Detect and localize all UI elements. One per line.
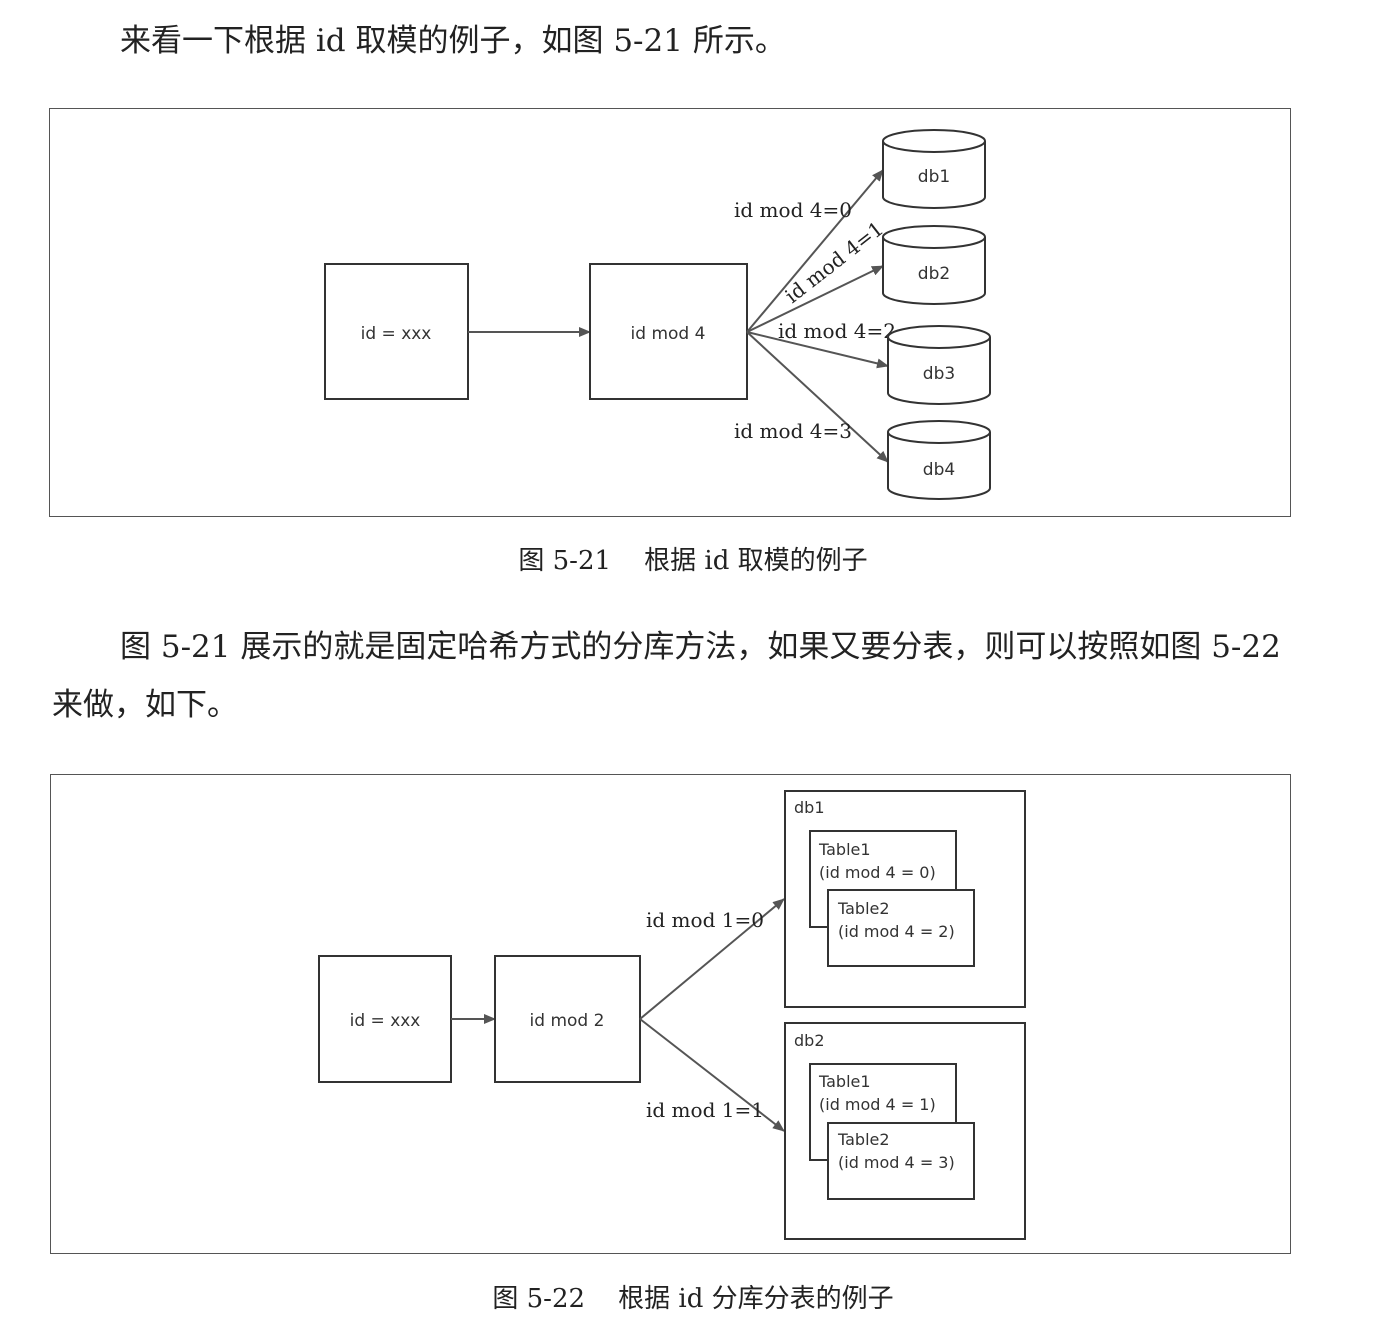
intro-paragraph: 来看一下根据 id 取模的例子，如图 5-21 所示。: [52, 12, 1292, 70]
db2-table2-rule: (id mod 4 = 3): [838, 1153, 955, 1172]
db3-cylinder-icon: db3: [887, 325, 991, 405]
db2-container-label: db2: [794, 1031, 825, 1050]
edge-label-db2: id mod 4=1: [780, 216, 888, 308]
figure-5-22: id = xxx id mod 2 id mod 1=0 id mod 1=1 …: [50, 774, 1291, 1254]
db4-label: db4: [923, 460, 955, 480]
db1-table2-rule: (id mod 4 = 2): [838, 922, 955, 941]
db2-table1-name: Table1: [818, 1072, 871, 1091]
db1-table2-name: Table2: [837, 899, 890, 918]
edge-db2-2: [639, 1018, 785, 1132]
explanation-paragraph: 图 5-21 展示的就是固定哈希方式的分库方法，如果又要分表，则可以按照如图 5…: [52, 618, 1292, 734]
mod-box-label: id mod 4: [631, 324, 706, 344]
input-box-2-label: id = xxx: [350, 1011, 421, 1031]
db1-table2: Table2 (id mod 4 = 2): [827, 889, 975, 967]
mod-box-2: id mod 2: [494, 955, 641, 1083]
edge-db1-2: [639, 898, 785, 1020]
db2-cylinder-icon: db2: [882, 225, 986, 305]
figure-5-22-diagram: id = xxx id mod 2 id mod 1=0 id mod 1=1 …: [318, 790, 1026, 1240]
edge-label-db1-2: id mod 1=0: [646, 908, 764, 932]
db1-container: db1 Table1 (id mod 4 = 0) Table2 (id mod…: [784, 790, 1026, 1008]
figure-5-22-caption: 图 5-22 根据 id 分库分表的例子: [492, 1284, 894, 1314]
explanation-paragraph-text: 图 5-21 展示的就是固定哈希方式的分库方法，如果又要分表，则可以按照如图 5…: [52, 629, 1281, 723]
mod-box-2-label: id mod 2: [530, 1011, 605, 1031]
db2-label: db2: [918, 264, 950, 284]
edge-label-db1: id mod 4=0: [734, 198, 852, 222]
db2-table2: Table2 (id mod 4 = 3): [827, 1122, 975, 1200]
input-box-2: id = xxx: [318, 955, 452, 1083]
db1-cylinder-icon: db1: [882, 129, 986, 209]
input-box-label: id = xxx: [361, 324, 432, 344]
db2-table1-rule: (id mod 4 = 1): [819, 1095, 936, 1114]
db1-label: db1: [918, 167, 950, 187]
edge-db2: [746, 265, 884, 333]
db2-table2-name: Table2: [837, 1130, 890, 1149]
db1-container-label: db1: [794, 798, 825, 817]
db4-cylinder-icon: db4: [887, 420, 991, 500]
db1-table1-name: Table1: [818, 840, 871, 859]
figure-5-21-diagram: id = xxx id mod 4 id mod 4=0 id mod 4=1 …: [324, 129, 991, 500]
edge-db1: [746, 169, 884, 333]
input-box: id = xxx: [324, 263, 469, 400]
figure-5-21: id = xxx id mod 4 id mod 4=0 id mod 4=1 …: [49, 108, 1291, 517]
edge-db3: [746, 331, 889, 369]
edge-label-db2-2: id mod 1=1: [646, 1098, 764, 1122]
db1-table1-rule: (id mod 4 = 0): [819, 863, 936, 882]
db2-container: db2 Table1 (id mod 4 = 1) Table2 (id mod…: [784, 1022, 1026, 1240]
db3-label: db3: [923, 364, 955, 384]
intro-paragraph-text: 来看一下根据 id 取模的例子，如图 5-21 所示。: [120, 23, 786, 59]
figure-5-21-caption: 图 5-21 根据 id 取模的例子: [518, 546, 868, 576]
edge-db4: [746, 331, 889, 463]
edge-label-db3: id mod 4=2: [778, 319, 896, 343]
edge-label-db4: id mod 4=3: [734, 419, 852, 443]
mod-box: id mod 4: [589, 263, 748, 400]
